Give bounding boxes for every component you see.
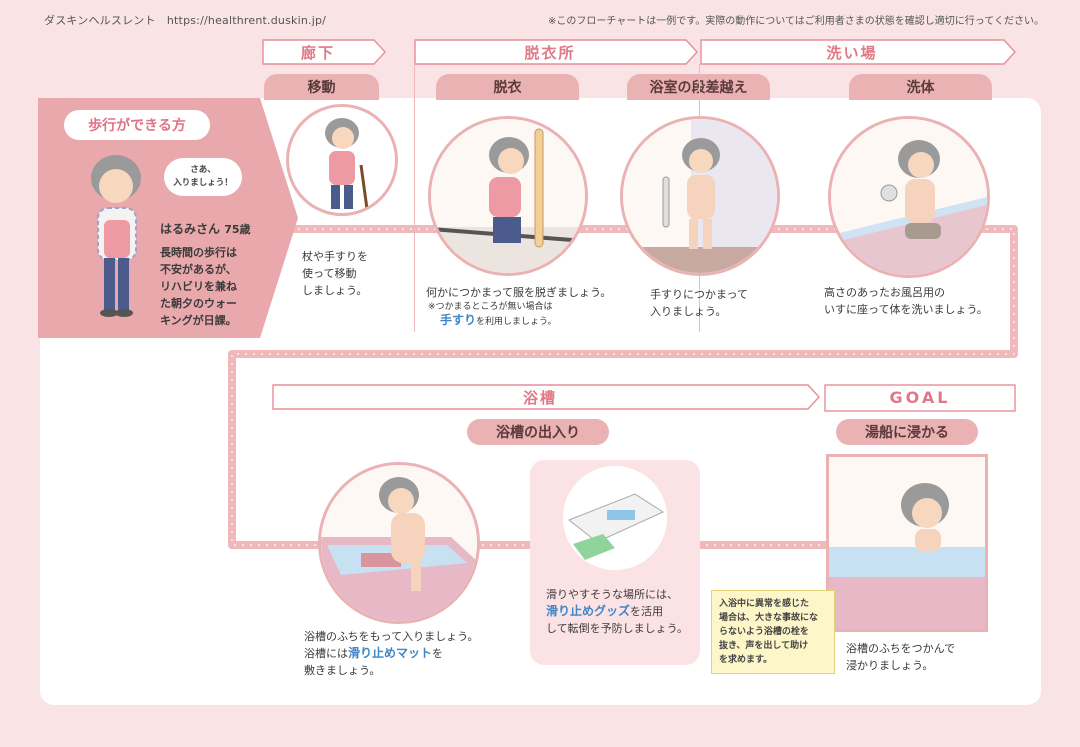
- keyword-nonslip-goods: 滑り止めグッズ: [546, 604, 631, 618]
- bathroom-step-icon: [623, 119, 777, 273]
- tub-in-out-after: を: [432, 647, 444, 660]
- bubble-line-2: 入りましょう！: [173, 178, 233, 188]
- arrow-shape-icon: [414, 39, 698, 65]
- move-illustration: [286, 104, 398, 216]
- tub-in-out-text-line: 敷きましょう。: [304, 664, 381, 677]
- wash-text-line: いすに座って体を洗いましょう。: [824, 303, 988, 316]
- move-text-line: しましょう。: [302, 284, 368, 297]
- profile-panel: [38, 98, 298, 338]
- shower-chair-icon: [831, 119, 987, 275]
- profile-desc-line: 不安があるが、: [160, 263, 237, 276]
- section-dressing-room: 脱衣所: [414, 39, 698, 65]
- arrow-shape-icon: [272, 384, 820, 410]
- warning-line: を求めます。: [719, 655, 773, 665]
- handrail-undress-icon: [431, 119, 585, 273]
- arrow-shape-icon: [700, 39, 1016, 65]
- profile-name-text: はるみさん: [160, 222, 221, 236]
- step-title-soak: 湯船に浸かる: [836, 419, 978, 445]
- tip-after: を活用: [630, 605, 664, 618]
- section-washing-area-label: 洗い場: [826, 43, 878, 62]
- step-over-illustration: [620, 116, 780, 276]
- profile-name: はるみさん 75歳: [160, 220, 251, 237]
- step-title-wash: 洗体: [849, 74, 992, 100]
- grandma-walking-illustration: [91, 155, 141, 317]
- profile-desc-line: 長時間の歩行は: [160, 246, 237, 259]
- section-divider: [414, 64, 415, 332]
- soak-text-line: 浴槽のふちをつかんで: [846, 642, 956, 655]
- tub-in-out-before: 浴槽には: [304, 647, 348, 660]
- speech-bubble: さあ、入りましょう！: [164, 158, 242, 196]
- profile-desc-line: キングが日課。: [160, 314, 237, 327]
- tip-illustration: [563, 466, 667, 570]
- section-goal: GOAL: [824, 384, 1016, 412]
- disclaimer-note: ※このフローチャートは一例です。実際の動作についてはご利用者さまの状態を確認し適…: [548, 16, 1044, 27]
- section-hallway: 廊下: [262, 39, 386, 65]
- tub-in-out-text-line: 浴槽のふちをもって入りましょう。: [304, 630, 479, 643]
- move-text-line: 使って移動: [302, 267, 357, 280]
- move-text: 杖や手すりを 使って移動 しましょう。: [302, 248, 368, 299]
- walking-cane-icon: [325, 118, 369, 210]
- soak-text-line: 浸かりましょう。: [846, 659, 934, 672]
- tip-text-line: して転倒を予防しましょう。: [546, 622, 689, 635]
- bathtub-soak-icon: [829, 483, 985, 629]
- warning-line: らないよう浴槽の栓を: [719, 627, 809, 637]
- undress-subnote: ※つかまるところが無い場合は: [428, 302, 553, 312]
- tip-text-line: 滑りやすそうな場所には、: [546, 588, 678, 601]
- warning-line: 抜き、声を出して助け: [719, 641, 809, 651]
- emergency-warning: 入浴中に異常を感じた 場合は、大きな事故にな らないよう浴槽の栓を 抜き、声を出…: [711, 590, 835, 674]
- wash-text-line: 高さのあったお風呂用の: [824, 286, 945, 299]
- undress-handrail-after: を利用しましょう。: [476, 317, 557, 327]
- section-bathtub-label: 浴槽: [522, 388, 557, 407]
- tub-in-out-text-line: 浴槽には滑り止めマットを: [304, 645, 478, 662]
- profile-label: 歩行ができる方: [64, 110, 210, 140]
- move-text-line: 杖や手すりを: [302, 250, 368, 263]
- profile-description: 長時間の歩行は 不安があるが、 リハビリを兼ね た朝夕のウォー キングが日課。: [160, 244, 260, 329]
- section-washing-area: 洗い場: [700, 39, 1016, 65]
- wash-illustration: [828, 116, 990, 278]
- goal-box-icon: [824, 384, 1016, 412]
- warning-line: 場合は、大きな事故にな: [719, 613, 819, 623]
- undress-handrail-note: 手すりを利用しましょう。: [440, 313, 556, 329]
- soak-text: 浴槽のふちをつかんで 浸かりましょう。: [846, 640, 955, 674]
- step-title-move: 移動: [264, 74, 379, 100]
- bubble-line-1: さあ、: [190, 165, 216, 175]
- step-title-undress: 脱衣: [436, 74, 579, 100]
- section-bathtub: 浴槽: [272, 384, 820, 410]
- bathtub-mat-icon: [321, 465, 477, 621]
- keyword-nonslip-mat: 滑り止めマット: [348, 646, 433, 660]
- section-hallway-label: 廊下: [300, 43, 335, 62]
- profile-desc-line: リハビリを兼ね: [160, 280, 237, 293]
- warning-line: 入浴中に異常を感じた: [719, 599, 810, 609]
- section-goal-label: GOAL: [889, 387, 951, 407]
- step-title-step-over: 浴室の段差越え: [627, 74, 770, 100]
- nonslip-goods-icon: [563, 466, 667, 570]
- section-dressing-room-label: 脱衣所: [524, 43, 576, 62]
- profile-desc-line: た朝夕のウォー: [160, 297, 237, 310]
- step-over-text-line: 手すりにつかまって: [650, 288, 749, 301]
- arrow-shape-icon: [262, 39, 386, 65]
- tip-text: 滑りやすそうな場所には、 滑り止めグッズを活用 して転倒を予防しましょう。: [546, 586, 688, 637]
- soak-illustration: [826, 454, 988, 632]
- step-over-text-line: 入りましょう。: [650, 305, 727, 318]
- undress-text: 何かにつかまって服を脱ぎましょう。: [426, 286, 612, 299]
- undress-illustration: [428, 116, 588, 276]
- keyword-handrail: 手すり: [440, 313, 477, 327]
- profile-age: 75歳: [224, 223, 251, 236]
- tub-in-out-illustration: [318, 462, 480, 624]
- step-title-tub-in-out: 浴槽の出入り: [467, 419, 609, 445]
- wash-text: 高さのあったお風呂用の いすに座って体を洗いましょう。: [824, 284, 988, 318]
- step-over-text: 手すりにつかまって 入りましょう。: [650, 286, 748, 320]
- brand-header: ダスキンヘルスレント https://healthrent.duskin.jp/: [44, 14, 327, 27]
- tip-text-line: 滑り止めグッズを活用: [546, 603, 688, 620]
- tub-in-out-text: 浴槽のふちをもって入りましょう。 浴槽には滑り止めマットを 敷きましょう。: [304, 628, 478, 679]
